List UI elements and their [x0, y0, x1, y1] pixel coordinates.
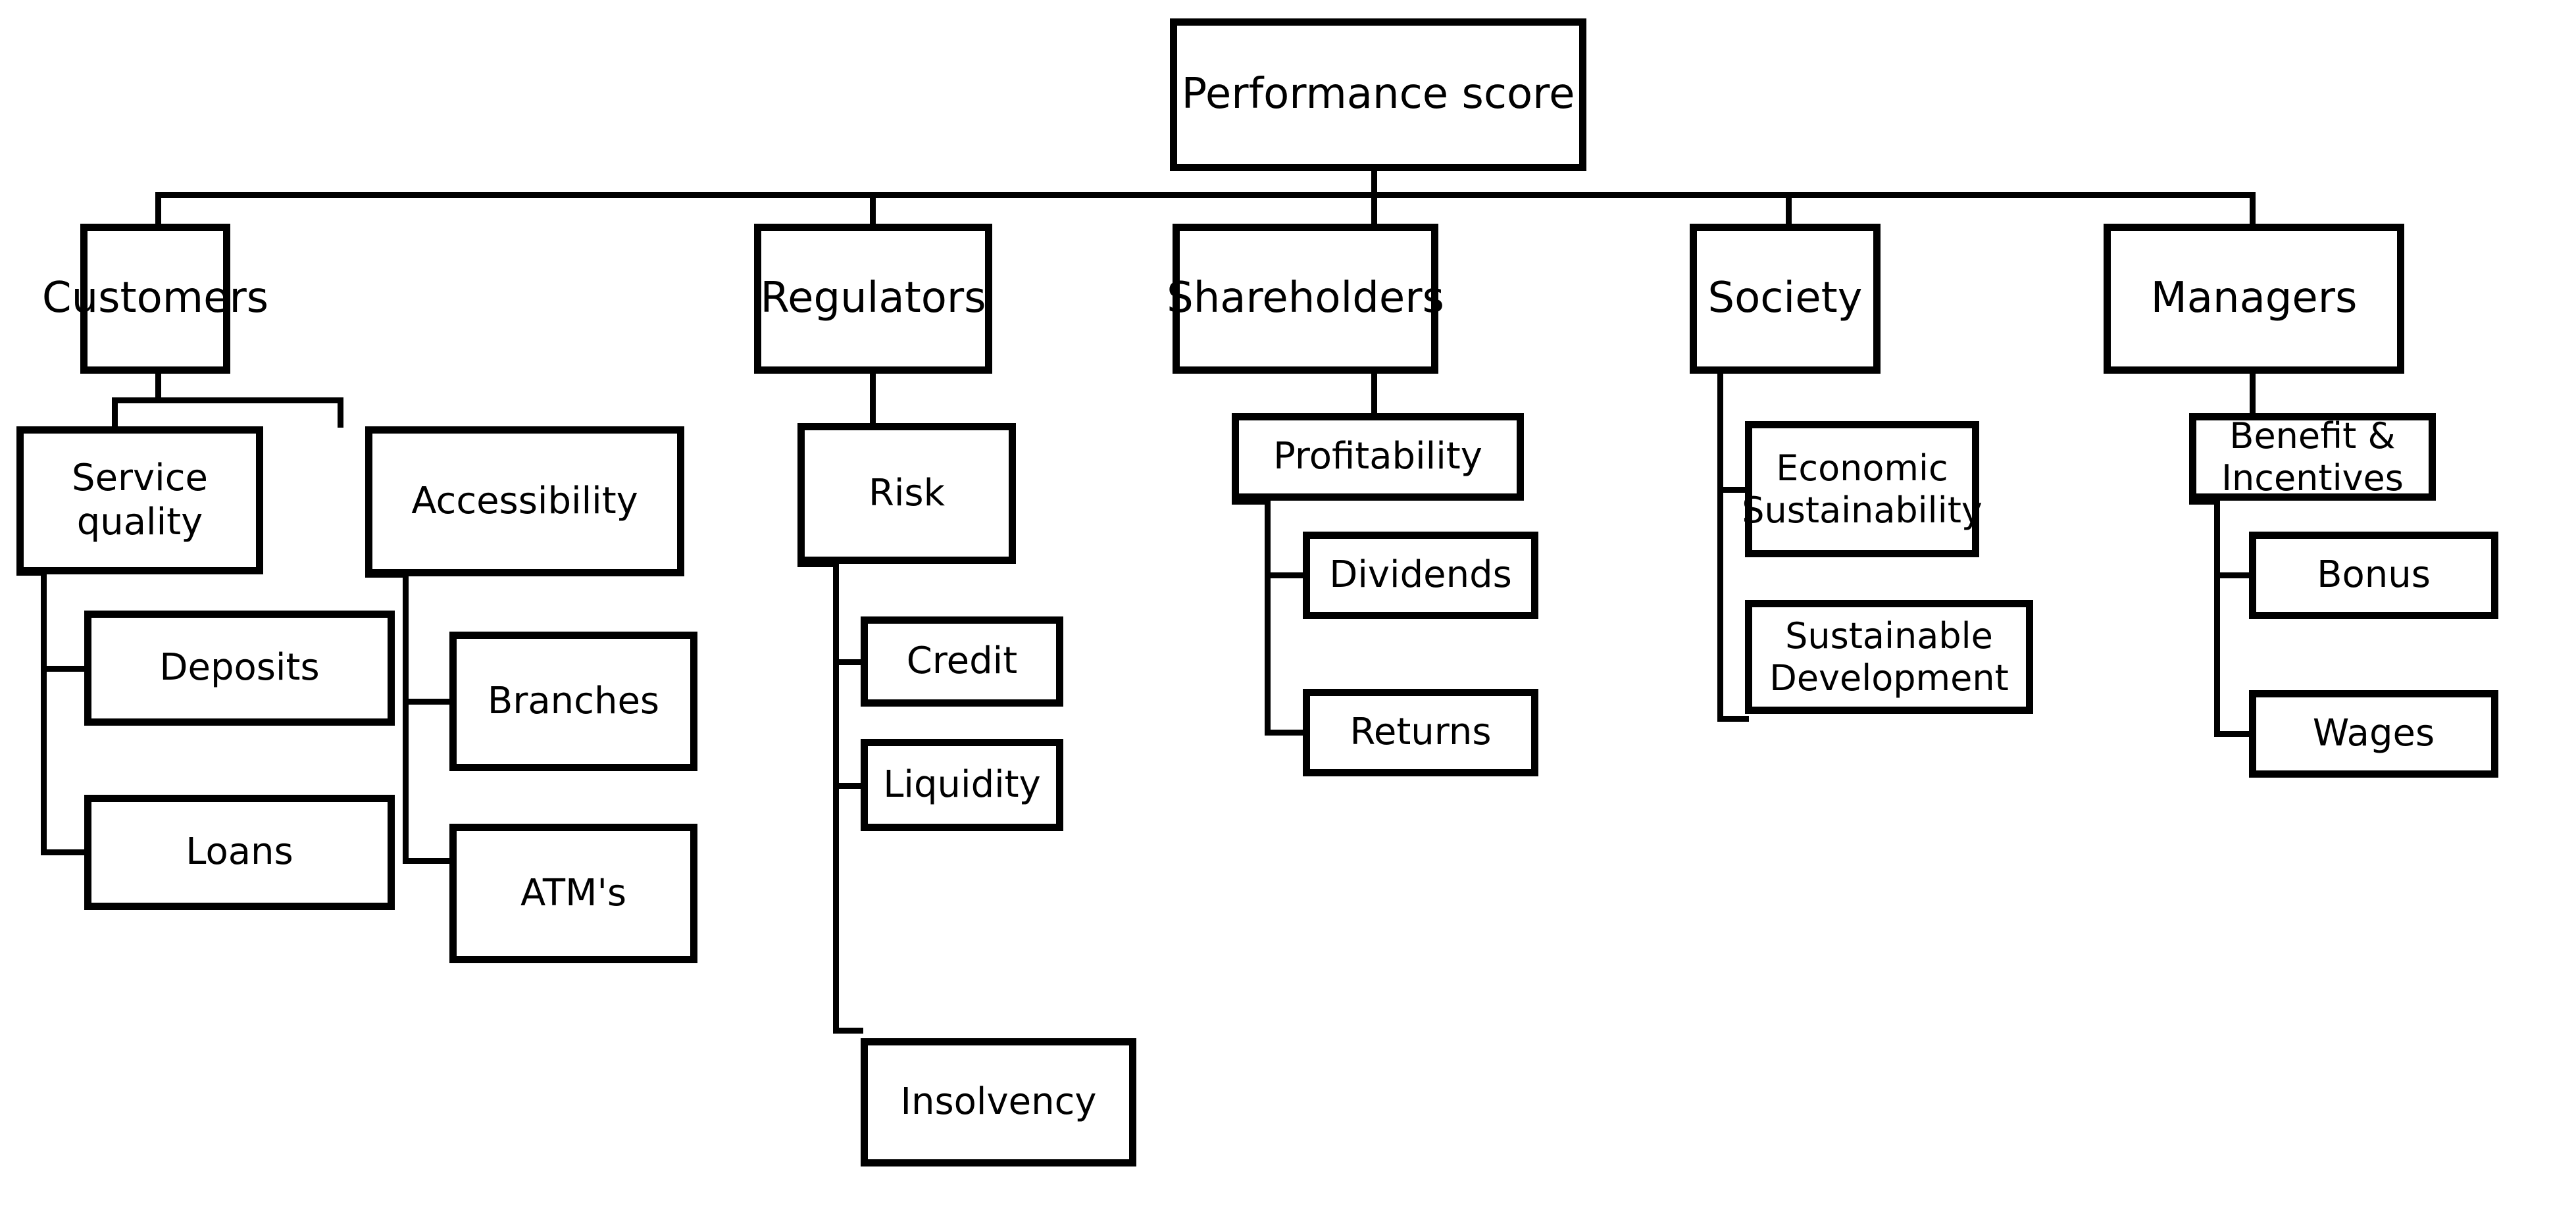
connector-customers-bus	[112, 397, 343, 403]
connector-level1-bus	[155, 192, 2256, 198]
connector-branch-returns	[1265, 730, 1307, 736]
node-customers[interactable]: Customers	[42, 224, 268, 374]
node-regulators[interactable]: Regulators	[754, 224, 992, 374]
connector-drop-accessibility	[338, 397, 343, 428]
node-label: Deposits	[159, 646, 320, 690]
connector-root-stem	[1371, 170, 1377, 196]
connector-branch-dividends	[1265, 572, 1307, 578]
node-label: Benefit & Incentives	[2221, 414, 2404, 499]
connector-regulators-stem	[870, 373, 876, 426]
node-credit[interactable]: Credit	[861, 616, 1063, 707]
node-sustainable-development[interactable]: Sustainable Development	[1745, 600, 2033, 714]
connector-drop-service-quality	[112, 397, 118, 428]
node-atms[interactable]: ATM's	[449, 824, 697, 963]
node-accessibility[interactable]: Accessibility	[365, 426, 684, 576]
node-shareholders[interactable]: Shareholders	[1167, 224, 1444, 374]
connector-customers-stem	[155, 373, 161, 401]
connector-branch-atms	[403, 858, 454, 864]
connector-service-quality-spine	[41, 570, 47, 855]
node-label: Service quality	[72, 457, 208, 543]
node-label: Branches	[487, 679, 660, 722]
node-label: Loans	[186, 830, 293, 874]
connector-drop-customers	[155, 192, 161, 224]
node-label: Insolvency	[900, 1080, 1097, 1124]
node-label: Profitability	[1273, 435, 1482, 478]
connector-branch-economic-sustainability	[1717, 487, 1749, 493]
node-label: Shareholders	[1167, 274, 1444, 323]
node-liquidity[interactable]: Liquidity	[861, 739, 1063, 831]
node-benefit-incentives[interactable]: Benefit & Incentives	[2189, 413, 2436, 501]
node-label: Sustainable Development	[1769, 614, 2009, 699]
connector-branch-credit	[833, 659, 863, 665]
connector-branch-deposits	[41, 666, 86, 672]
node-label: Managers	[2150, 274, 2358, 323]
node-branches[interactable]: Branches	[449, 632, 697, 771]
connector-branch-bonus	[2214, 572, 2253, 578]
node-deposits[interactable]: Deposits	[84, 611, 395, 726]
node-dividends[interactable]: Dividends	[1303, 532, 1538, 619]
node-economic-sustainability[interactable]: Economic Sustainability	[1742, 421, 1983, 557]
connector-drop-managers	[2250, 192, 2256, 224]
connector-drop-society	[1786, 192, 1792, 224]
connector-benefit-spine	[2214, 499, 2220, 737]
connector-risk-spine	[833, 561, 839, 1034]
node-label: Bonus	[2317, 553, 2431, 597]
node-service-quality[interactable]: Service quality	[16, 426, 263, 574]
node-label: Liquidity	[883, 763, 1041, 806]
node-wages[interactable]: Wages	[2249, 690, 2498, 778]
node-loans[interactable]: Loans	[84, 795, 395, 910]
connector-branch-wages	[2214, 731, 2253, 737]
node-label: Risk	[868, 471, 946, 514]
connector-society-spine	[1717, 373, 1723, 722]
node-bonus[interactable]: Bonus	[2249, 532, 2498, 619]
node-label: Regulators	[760, 274, 986, 323]
node-risk[interactable]: Risk	[797, 423, 1016, 564]
connector-managers-stem	[2250, 373, 2256, 416]
connector-branch-branches	[403, 699, 454, 705]
node-label: Customers	[41, 274, 269, 323]
node-label: Dividends	[1329, 553, 1512, 597]
node-profitability[interactable]: Profitability	[1232, 413, 1524, 501]
node-label: Accessibility	[411, 479, 638, 522]
node-label: Society	[1707, 274, 1863, 323]
connector-shareholders-stem	[1371, 373, 1377, 416]
node-society[interactable]: Society	[1690, 224, 1881, 374]
connector-profitability-top	[1232, 499, 1271, 505]
node-insolvency[interactable]: Insolvency	[861, 1038, 1136, 1166]
connector-branch-liquidity	[833, 783, 863, 789]
connector-branch-loans	[41, 849, 86, 855]
node-label: Credit	[906, 640, 1018, 683]
connector-accessibility-spine	[403, 572, 409, 864]
connector-profitability-spine	[1265, 499, 1271, 736]
connector-drop-regulators	[870, 192, 876, 224]
connector-risk-top	[797, 561, 839, 567]
connector-benefit-top	[2189, 499, 2220, 505]
node-performance-score[interactable]: Performance score	[1170, 18, 1586, 171]
node-label: Economic Sustainability	[1742, 447, 1983, 531]
connector-branch-insolvency	[833, 1028, 863, 1034]
node-label: ATM's	[520, 871, 627, 915]
connector-drop-shareholders	[1371, 192, 1377, 224]
node-managers[interactable]: Managers	[2104, 224, 2404, 374]
node-label: Returns	[1350, 711, 1492, 754]
connector-branch-sustainable-development	[1717, 716, 1749, 722]
node-label: Wages	[2312, 712, 2435, 755]
node-label: Performance score	[1181, 70, 1575, 119]
node-returns[interactable]: Returns	[1303, 689, 1538, 776]
